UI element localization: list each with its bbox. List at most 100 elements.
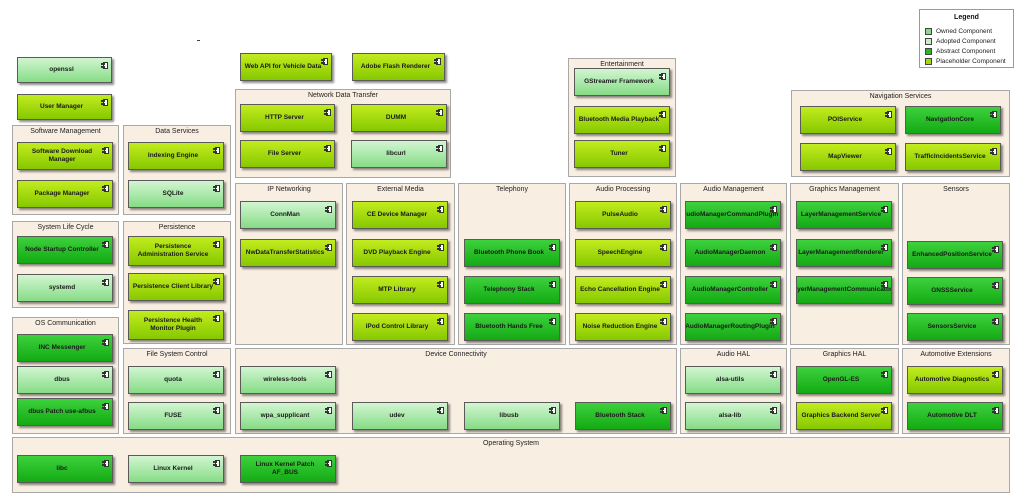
component-pulseaudio[interactable]: PulseAudio [575,201,671,229]
component-icon [213,241,220,248]
component-speechengine[interactable]: SpeechEngine [575,239,671,267]
component-icon [325,407,332,414]
component-automotive-diagnostics[interactable]: Automotive Diagnostics [907,366,1003,394]
component-layer-mgmt-renderer[interactable]: LayerManagementRenderer [796,239,892,267]
component-systemd[interactable]: systemd [17,274,113,302]
component-adobe-flash[interactable]: Adobe Flash Renderer [352,53,445,81]
component-wireless-tools[interactable]: wireless-tools [240,366,336,394]
component-alsa-lib[interactable]: alsa-lib [685,402,781,430]
component-bluetooth-stack[interactable]: Bluetooth Stack [575,402,671,430]
component-label: HTTP Server [265,114,304,121]
component-cedevice-manager[interactable]: CE Device Manager [352,201,448,229]
component-nwdata-stats[interactable]: NwDataTransferStatistics [240,239,336,267]
component-graphics-backend[interactable]: Graphics Backend Server [796,402,892,430]
component-bt-media-playback[interactable]: Bluetooth Media Playback [574,106,670,134]
component-label: Persistence Client Library [132,283,214,290]
legend-item-owned: Owned Component [925,27,992,36]
component-persistence-health[interactable]: Persistence Health Monitor Plugin [128,310,224,340]
component-fuse[interactable]: FUSE [128,402,224,430]
component-icon [881,281,888,288]
component-libc[interactable]: libc [17,455,113,483]
component-am-routing-plugin[interactable]: AudioManagerRoutingPlugin [685,313,781,341]
component-dbus[interactable]: dbus [17,366,113,394]
component-label: Tuner [610,150,628,157]
component-icon [881,407,888,414]
component-label: alsa-utils [715,376,745,383]
component-libusb[interactable]: libusb [464,402,560,430]
component-sqlite[interactable]: SQLite [128,180,224,208]
component-libcurl[interactable]: libcurl [351,140,447,168]
component-label: OpenGL-ES [822,376,860,383]
component-label: Automotive Diagnostics [914,376,990,383]
component-icon [213,185,220,192]
component-linux-kernel-patch[interactable]: Linux Kernel Patch AF_BUS [240,455,336,483]
component-udev[interactable]: udev [352,402,448,430]
component-enhanced-position[interactable]: EnhancedPositionService [907,241,1003,269]
component-layer-mgmt-communicator[interactable]: LayerManagementCommunicator [796,276,892,304]
component-poiservice[interactable]: POIService [800,106,896,134]
component-label: Telephony Stack [483,286,535,293]
component-package-manager[interactable]: Package Manager [17,180,113,208]
component-layer-mgmt-service[interactable]: LayerManagementService [796,201,892,229]
component-wpa-supplicant[interactable]: wpa_supplicant [240,402,336,430]
component-am-command-plugin[interactable]: AudioManagerCommandPlugin [685,201,781,229]
component-inc-messenger[interactable]: INC Messenger [17,334,113,362]
component-icon [434,58,441,65]
component-label: Bluetooth Hands Free [475,323,543,330]
component-label: libc [56,465,68,472]
component-navigationcore[interactable]: NavigationCore [905,106,1001,134]
component-mtp-library[interactable]: MTP Library [352,276,448,304]
component-label: Bluetooth Phone Book [473,249,545,256]
package-title: Persistence [158,224,196,231]
component-icon [213,407,220,414]
component-label: SQLite [162,190,184,197]
component-bt-phone-book[interactable]: Bluetooth Phone Book [464,239,560,267]
legend-swatch [925,38,932,45]
component-dvd-playback[interactable]: DVD Playback Engine [352,239,448,267]
component-http-server[interactable]: HTTP Server [240,104,335,132]
component-noise-reduction[interactable]: Noise Reduction Engine [575,313,671,341]
component-file-server[interactable]: File Server [240,140,335,168]
component-am-daemon[interactable]: AudioManagerDaemon [685,239,781,267]
component-icon [881,371,888,378]
component-ipod-control[interactable]: iPod Control Library [352,313,448,341]
component-icon [660,318,667,325]
component-icon [325,206,332,213]
component-dumm[interactable]: DUMM [351,104,447,132]
component-dbus-patch[interactable]: dbus Patch use-afbus [17,398,113,426]
component-alsa-utils[interactable]: alsa-utils [685,366,781,394]
component-label: GStreamer Framework [584,78,654,85]
component-persistence-admin[interactable]: Persistence Administration Service [128,236,224,266]
component-gnss-service[interactable]: GNSSService [907,277,1003,305]
package-title: Software Management [30,128,101,135]
component-tuner[interactable]: Tuner [574,140,670,168]
component-gstreamer[interactable]: GStreamer Framework [574,68,670,96]
component-opengl-es[interactable]: OpenGL-ES [796,366,892,394]
component-echo-cancellation[interactable]: Echo Cancellation Engine [575,276,671,304]
component-label: LayerManagementService [800,211,882,218]
component-bt-hands-free[interactable]: Bluetooth Hands Free [464,313,560,341]
component-persistence-client[interactable]: Persistence Client Library [128,273,224,301]
component-software-download-manager[interactable]: Software Download Manager [17,142,113,170]
component-openssl[interactable]: openssl [17,57,112,83]
component-sensors-service[interactable]: SensorsService [907,313,1003,341]
component-icon [213,460,220,467]
component-telephony-stack[interactable]: Telephony Stack [464,276,560,304]
component-indexing-engine[interactable]: Indexing Engine [128,142,224,170]
component-label: libcurl [386,150,406,157]
component-connman[interactable]: ConnMan [240,201,336,229]
component-label: openssl [49,66,74,73]
package-title: External Media [377,186,424,193]
component-traffic-incidents[interactable]: TrafficIncidentsService [905,143,1001,171]
component-automotive-dlt[interactable]: Automotive DLT [907,402,1003,430]
component-linux-kernel[interactable]: Linux Kernel [128,455,224,483]
component-user-manager[interactable]: User Manager [17,94,112,120]
component-am-controller[interactable]: AudioManagerController [685,276,781,304]
component-icon [992,407,999,414]
stray-mark [197,40,200,41]
component-node-startup[interactable]: Node Startup Controller [17,236,113,264]
component-web-api[interactable]: Web API for Vehicle Data [240,53,332,81]
component-icon [992,318,999,325]
component-quota[interactable]: quota [128,366,224,394]
component-mapviewer[interactable]: MapViewer [800,143,896,171]
